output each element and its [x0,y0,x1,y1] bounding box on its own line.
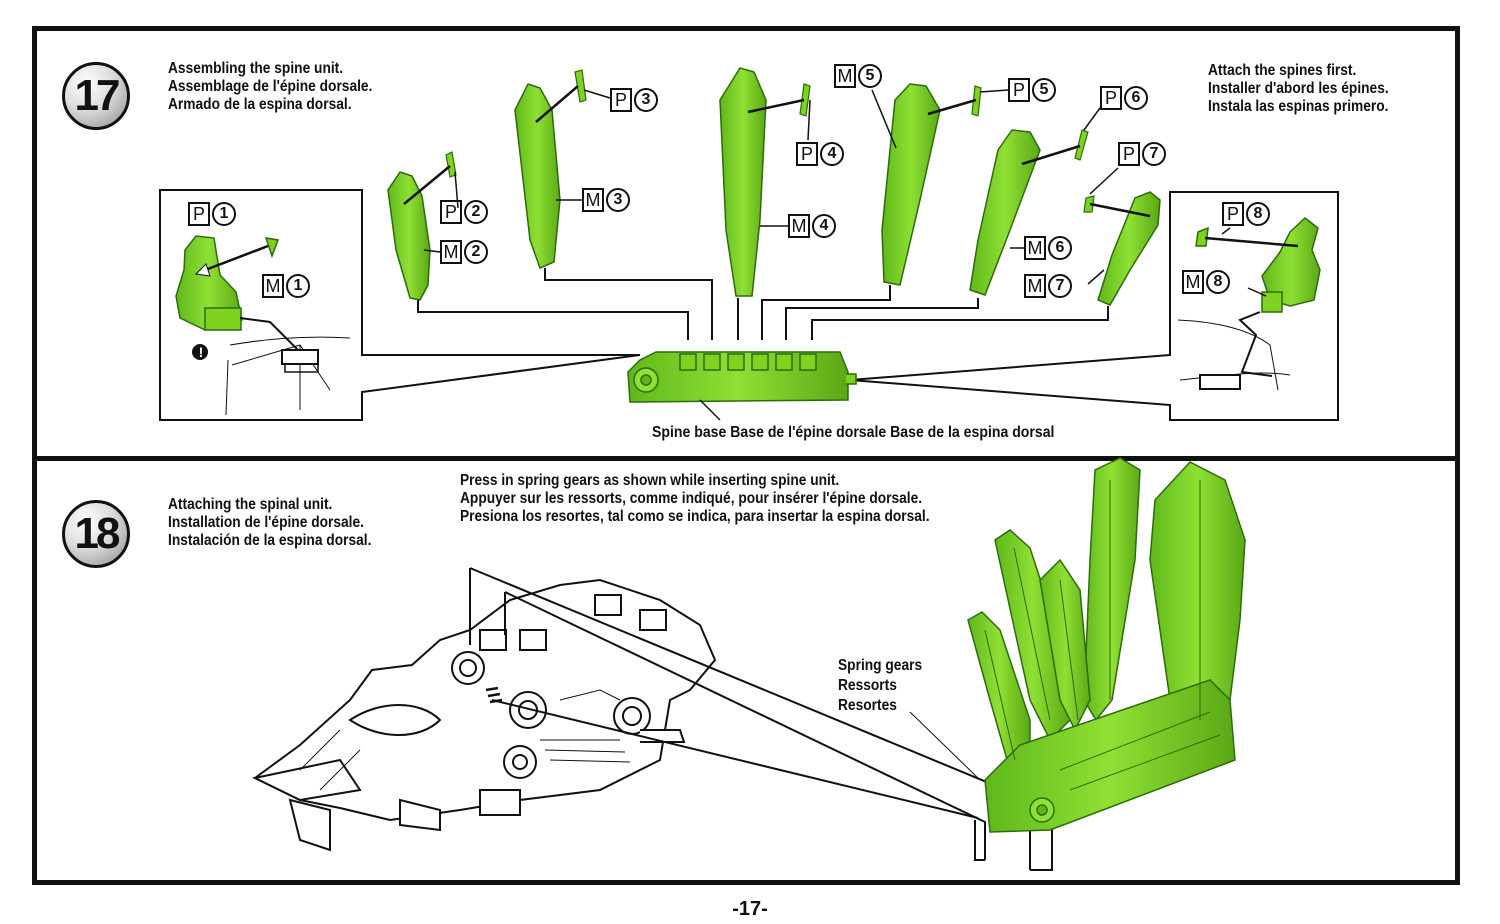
inset-box-right [849,191,1339,421]
step-17-title: Assembling the spine unit. Assemblage de… [168,60,372,114]
spine-fins-17 [387,67,1161,306]
page-number: -17- [732,898,768,920]
title-line-en: Assembling the spine unit. [168,60,344,77]
spine-unit-detail [984,480,1221,791]
spine-base [627,351,857,403]
step-18-instruction: Press in spring gears as shown while ins… [460,472,930,526]
robot-body [251,578,717,852]
part-m8 [1195,217,1321,313]
spine-unit-18 [967,457,1246,833]
leader-lines [423,89,1267,297]
note-line-fr: Installer d'abord les épines. [1208,80,1389,97]
note-line-en: Attach the spines first. [1208,62,1357,79]
title-line-en: Attaching the spinal unit. [168,496,333,513]
step-17-badge: 17 [62,62,130,130]
instruction-line-fr: Appuyer sur les ressorts, comme indiqué,… [460,490,923,507]
connection-lines [417,268,1273,377]
callout-line-en: Spring gears [838,657,923,674]
title-line-fr: Assemblage de l'épine dorsale. [168,78,373,95]
peg-arrows [403,85,1299,248]
spine-base-label: Spine base Base de l'épine dorsale Base … [652,424,1055,441]
step-18-title: Attaching the spinal unit. Installation … [168,496,371,550]
title-line-fr: Installation de l'épine dorsale. [168,514,364,531]
title-line-es: Armado de la espina dorsal. [168,96,352,113]
warning-icon: ! [198,344,204,360]
inset-box-left [159,189,641,421]
step-18-badge: 18 [62,500,130,568]
title-line-es: Instalación de la espina dorsal. [168,532,372,549]
callout-line-es: Resortes [838,697,897,714]
pegs [445,69,1095,213]
step-divider [32,456,1460,461]
instruction-line-en: Press in spring gears as shown while ins… [460,472,840,489]
note-line-es: Instala las espinas primero. [1208,98,1389,115]
callout-line-fr: Ressorts [838,677,897,694]
robot-detail [299,686,631,791]
spring-gears-callout: Spring gears Ressorts Resortes [838,656,922,716]
part-m1 [175,235,280,331]
instruction-line-es: Presiona los resortes, tal como se indic… [460,508,930,525]
step-17-note: Attach the spines first. Installer d'abo… [1208,62,1389,116]
